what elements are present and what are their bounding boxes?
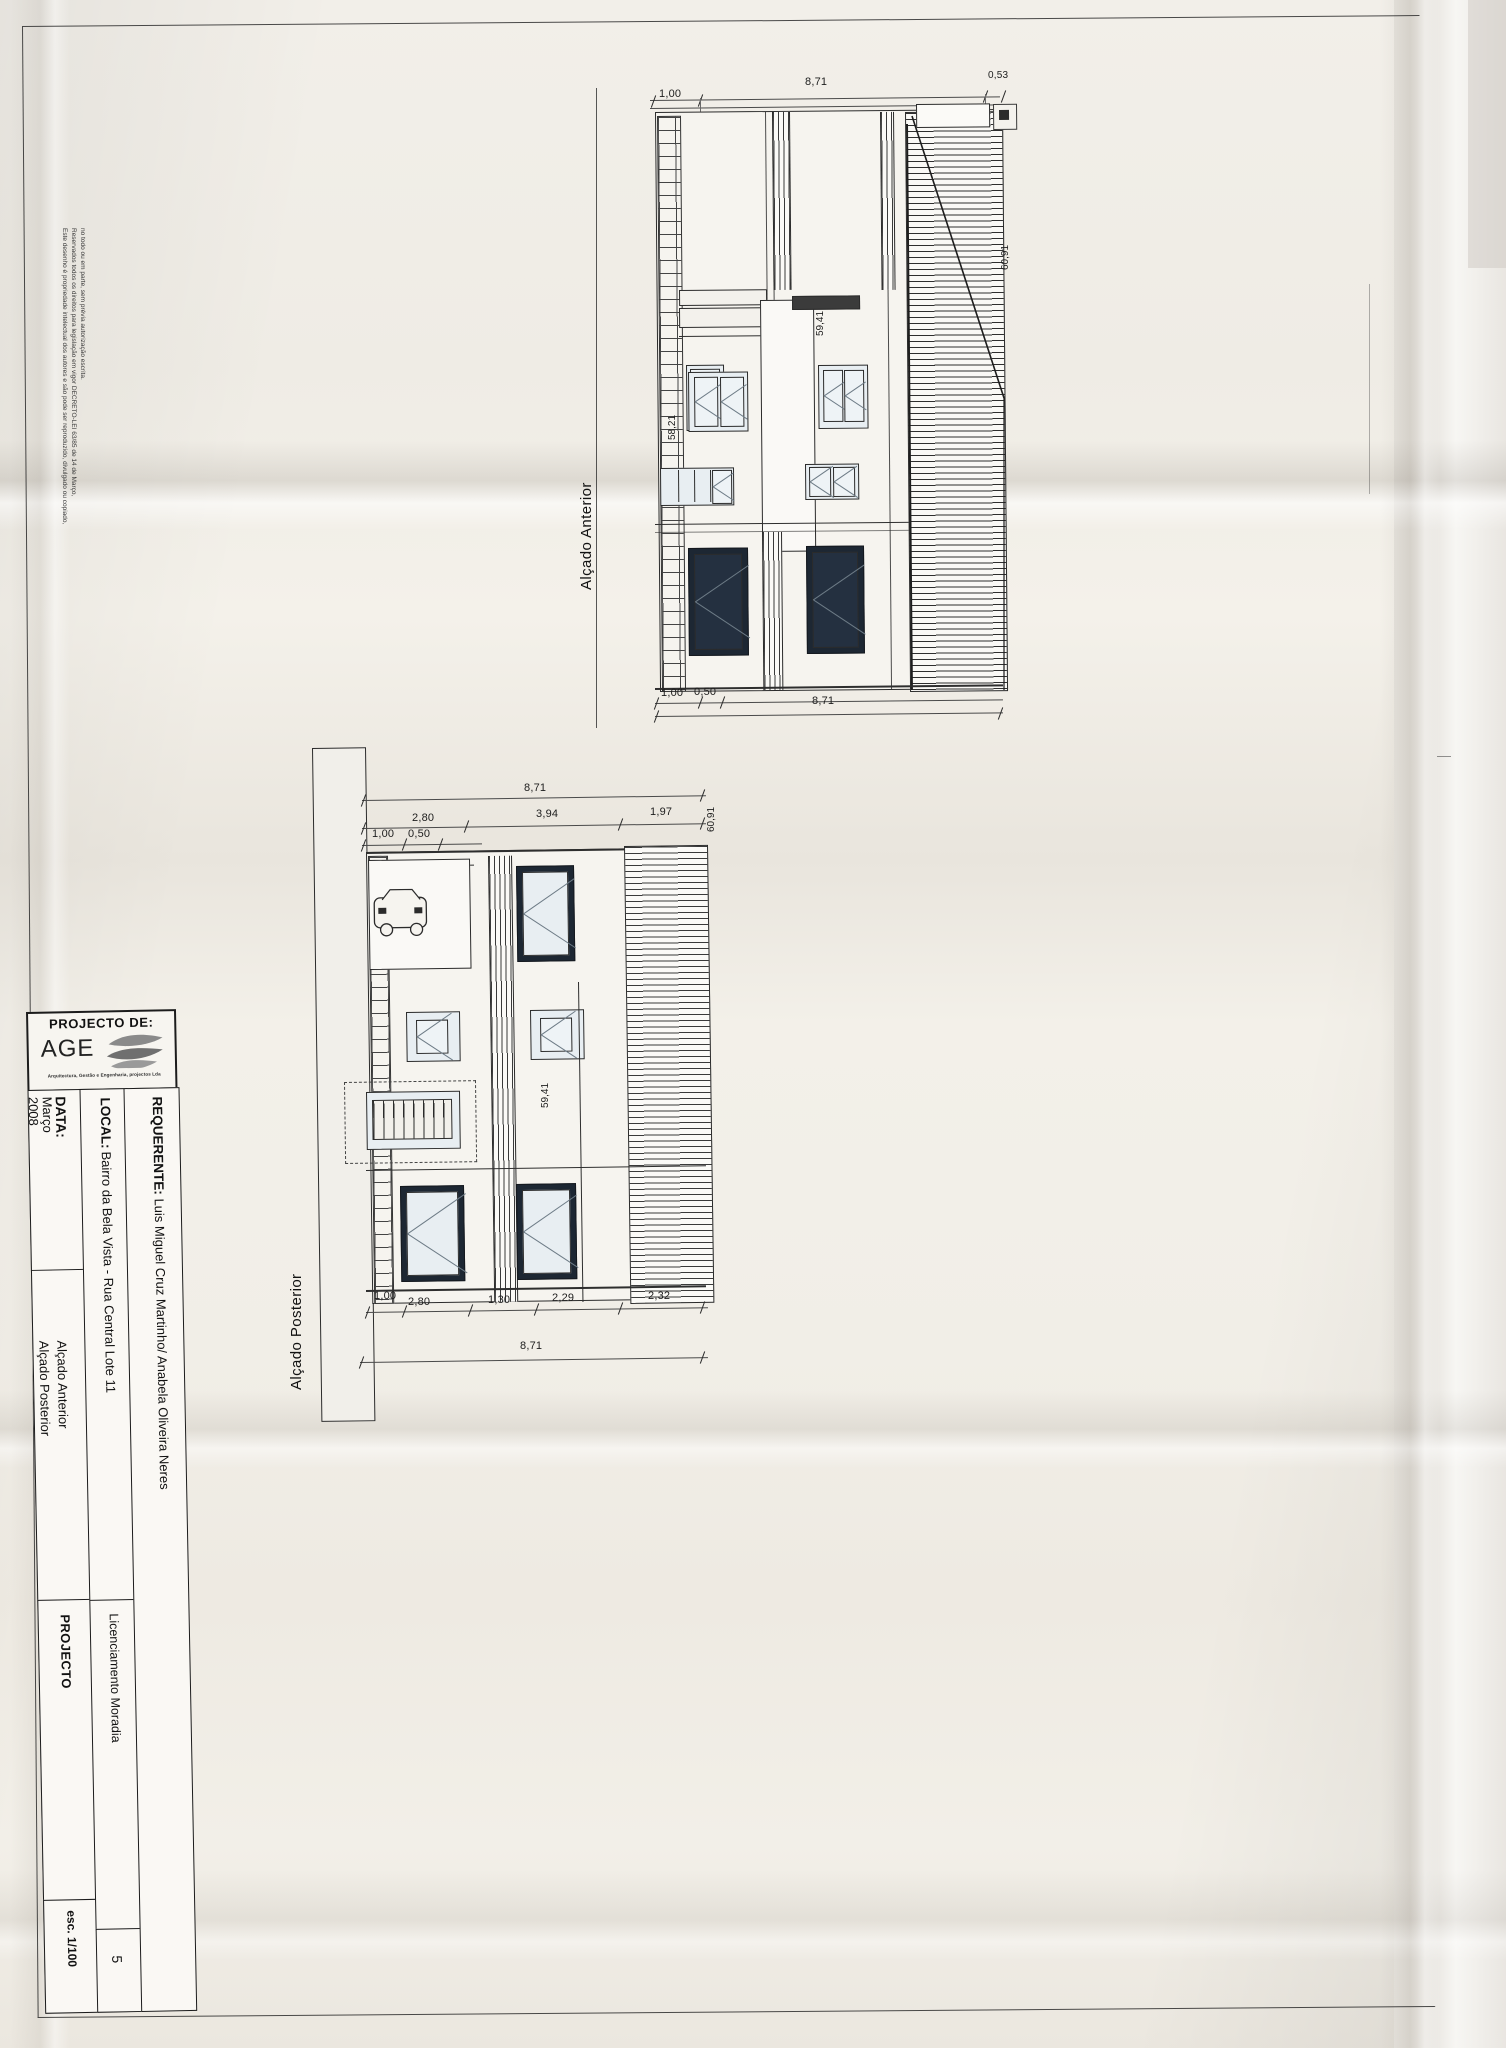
data-value-year: 2008 xyxy=(27,1096,42,1126)
roof-vertical-hatch-3 xyxy=(762,531,784,690)
dim-label: 2,80 xyxy=(408,1296,431,1308)
level-mark: 60,91 xyxy=(1000,244,1011,270)
level-mark: 60,91 xyxy=(706,806,717,832)
ext-line xyxy=(700,98,701,116)
cornice-band-left-2 xyxy=(679,307,768,328)
roof-tile-hatch-right-posterior xyxy=(624,844,715,1304)
escala-label: esc. 1/100 xyxy=(64,1910,80,1968)
copyright-notice-line2: Reservados todos os direitos para legisl… xyxy=(70,228,77,497)
roof-slope-line xyxy=(911,115,1005,690)
drawing-title-1: Alçado Anterior xyxy=(54,1340,72,1429)
window-mid-left-glass xyxy=(712,469,733,504)
requerente-value: Luis Miguel Cruz Martinho/ Anabela Olive… xyxy=(151,1198,173,1490)
window-mid-right-glass-2 xyxy=(833,466,856,497)
right-edge-line xyxy=(1369,284,1371,494)
level-mark: 59,41 xyxy=(815,310,826,336)
dim-label: 1,00 xyxy=(661,687,684,699)
view-left-edge xyxy=(596,88,598,728)
dim-label: 8,71 xyxy=(805,76,828,88)
dim-label: 1,97 xyxy=(650,806,673,818)
drawing-title-2: Alçado Posterior xyxy=(36,1340,54,1437)
copyright-notice-line3: no todo ou em parte, sem prévia autoriza… xyxy=(79,228,86,380)
grille-louvres xyxy=(372,1098,453,1140)
level-mark: 59,41 xyxy=(540,1082,551,1108)
projecto-value: Licenciamento Moradia xyxy=(106,1613,124,1743)
dim-label: 2,80 xyxy=(412,812,435,824)
dim-label: 2,32 xyxy=(648,1290,671,1302)
window-mid-left-posterior-glass xyxy=(416,1019,449,1054)
caption-alcado-anterior: Alçado Anterior xyxy=(578,482,595,590)
chimney-opening xyxy=(999,109,1010,120)
title-block-data-cell: DATA: Março 2008 xyxy=(27,1088,85,1272)
title-block-escala-cell: esc. 1/100 xyxy=(43,1898,100,2014)
dim-label: 1,00 xyxy=(372,828,395,840)
title-block-logo-cell: PROJECTO DE: AGE Arquitectura, Gestão e … xyxy=(26,1009,178,1092)
window-upper-right-1-glass xyxy=(823,369,844,422)
caption-alcado-posterior: Alçado Posterior xyxy=(288,1273,305,1390)
window-mid-right-posterior-glass xyxy=(540,1017,573,1052)
level-mark: 58,21 xyxy=(667,414,678,440)
sheet-number: 5 xyxy=(109,1955,126,1964)
copyright-notice: Este desenho é propriedade intelectual d… xyxy=(61,228,94,648)
cornice-band-left xyxy=(679,289,768,306)
data-value-month: Março xyxy=(39,1096,56,1133)
paper-fold-crease-right xyxy=(1380,0,1440,2048)
dim-label: 1,00 xyxy=(659,88,682,100)
window-mid-right-glass-1 xyxy=(809,466,832,497)
local-value: Bairro da Bela Vista - Rua Central Lote … xyxy=(98,1151,119,1394)
age-logo-tagline: Arquitectura, Gestão e Engenharia, proje… xyxy=(47,1071,161,1079)
title-block-drawing-titles-cell: Alçado Anterior Alçado Posterior xyxy=(30,1268,92,1602)
dim-label: 0,50 xyxy=(694,686,717,698)
window-upper-right-2-glass xyxy=(844,369,865,422)
dim-label: 0,53 xyxy=(988,70,1009,81)
dim-label: 1,30 xyxy=(488,1294,511,1306)
window-ground-left-glass xyxy=(694,553,743,650)
dim-label: 8,71 xyxy=(520,1340,543,1352)
dim-label: 0,50 xyxy=(408,828,431,840)
title-block-sheet-number-cell: 5 xyxy=(95,1927,144,2013)
local-label: LOCAL: xyxy=(97,1097,114,1149)
roof-vertical-hatch-2 xyxy=(880,111,896,290)
projecto-label: PROJECTO xyxy=(57,1614,74,1689)
background-wall xyxy=(1394,0,1506,2048)
window-upper-left-3-glass xyxy=(720,376,745,427)
requerente-label: REQUERENTE: xyxy=(149,1096,167,1195)
window-upper-left-2-glass xyxy=(694,376,719,427)
roof-vent-box xyxy=(916,103,991,128)
dim-label: 8,71 xyxy=(524,782,547,794)
window-ground-left-posterior-glass xyxy=(406,1191,460,1276)
window-ground-right-posterior-glass xyxy=(522,1189,572,1274)
copyright-notice-line1: Este desenho é propriedade intelectual d… xyxy=(61,228,68,525)
title-block: PROJECTO DE: AGE Arquitectura, Gestão e … xyxy=(26,1009,198,2014)
central-bay xyxy=(760,299,817,552)
dim-label: 1,00 xyxy=(374,1290,397,1302)
window-upper-dark-glass xyxy=(522,871,570,956)
age-swoosh-logo-icon xyxy=(106,1034,163,1069)
window-ground-right-glass xyxy=(812,551,859,648)
background-wall-shadow xyxy=(1468,0,1506,268)
dim-label: 8,71 xyxy=(812,695,835,707)
stone-quoin-left xyxy=(657,115,687,692)
dim-label: 3,94 xyxy=(536,808,559,820)
roof-vertical-hatch-1 xyxy=(772,111,792,290)
age-logo-text: AGE xyxy=(40,1034,95,1063)
car-icon xyxy=(373,888,428,937)
bay-lintel xyxy=(792,295,861,310)
right-edge-tick xyxy=(1437,756,1451,758)
title-block-projecto-cell: PROJECTO xyxy=(37,1598,98,1902)
dim-label: 2,29 xyxy=(552,1292,575,1304)
